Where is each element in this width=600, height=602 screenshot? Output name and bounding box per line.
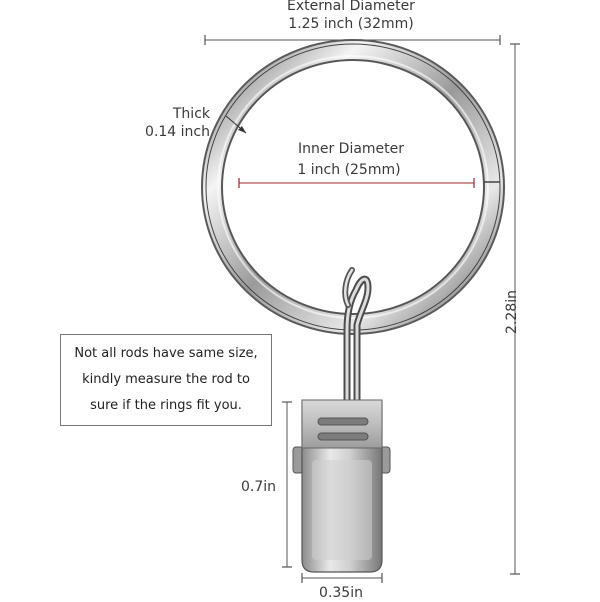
clip-width-dimension-line	[301, 573, 383, 583]
note-line: sure if the rings fit you.	[90, 398, 242, 413]
thickness-marker	[225, 115, 247, 134]
total-height-dimension-line	[510, 43, 520, 575]
thickness-title: Thick	[172, 106, 210, 122]
clip-height-dimension-line	[282, 401, 292, 568]
hook-wire	[342, 267, 372, 404]
clip-width-label: 0.35in	[319, 585, 363, 601]
thickness-value: 0.14 inch	[145, 124, 210, 140]
external-diameter-title: External Diameter	[287, 0, 415, 14]
metal-ring	[201, 39, 505, 335]
external-diameter-value: 1.25 inch (32mm)	[288, 16, 414, 32]
sizing-note-box: Not all rods have same size, kindly meas…	[60, 334, 272, 426]
clip-height-label: 0.7in	[241, 479, 277, 495]
note-line: Not all rods have same size,	[74, 346, 258, 361]
inner-diameter-dimension-line	[238, 178, 475, 188]
note-line: kindly measure the rod to	[82, 372, 250, 387]
inner-diameter-title: Inner Diameter	[297, 141, 405, 157]
total-height-label: 2.28in	[504, 290, 520, 334]
metal-clip	[292, 399, 391, 573]
inner-diameter-value: 1 inch (25mm)	[297, 162, 401, 178]
